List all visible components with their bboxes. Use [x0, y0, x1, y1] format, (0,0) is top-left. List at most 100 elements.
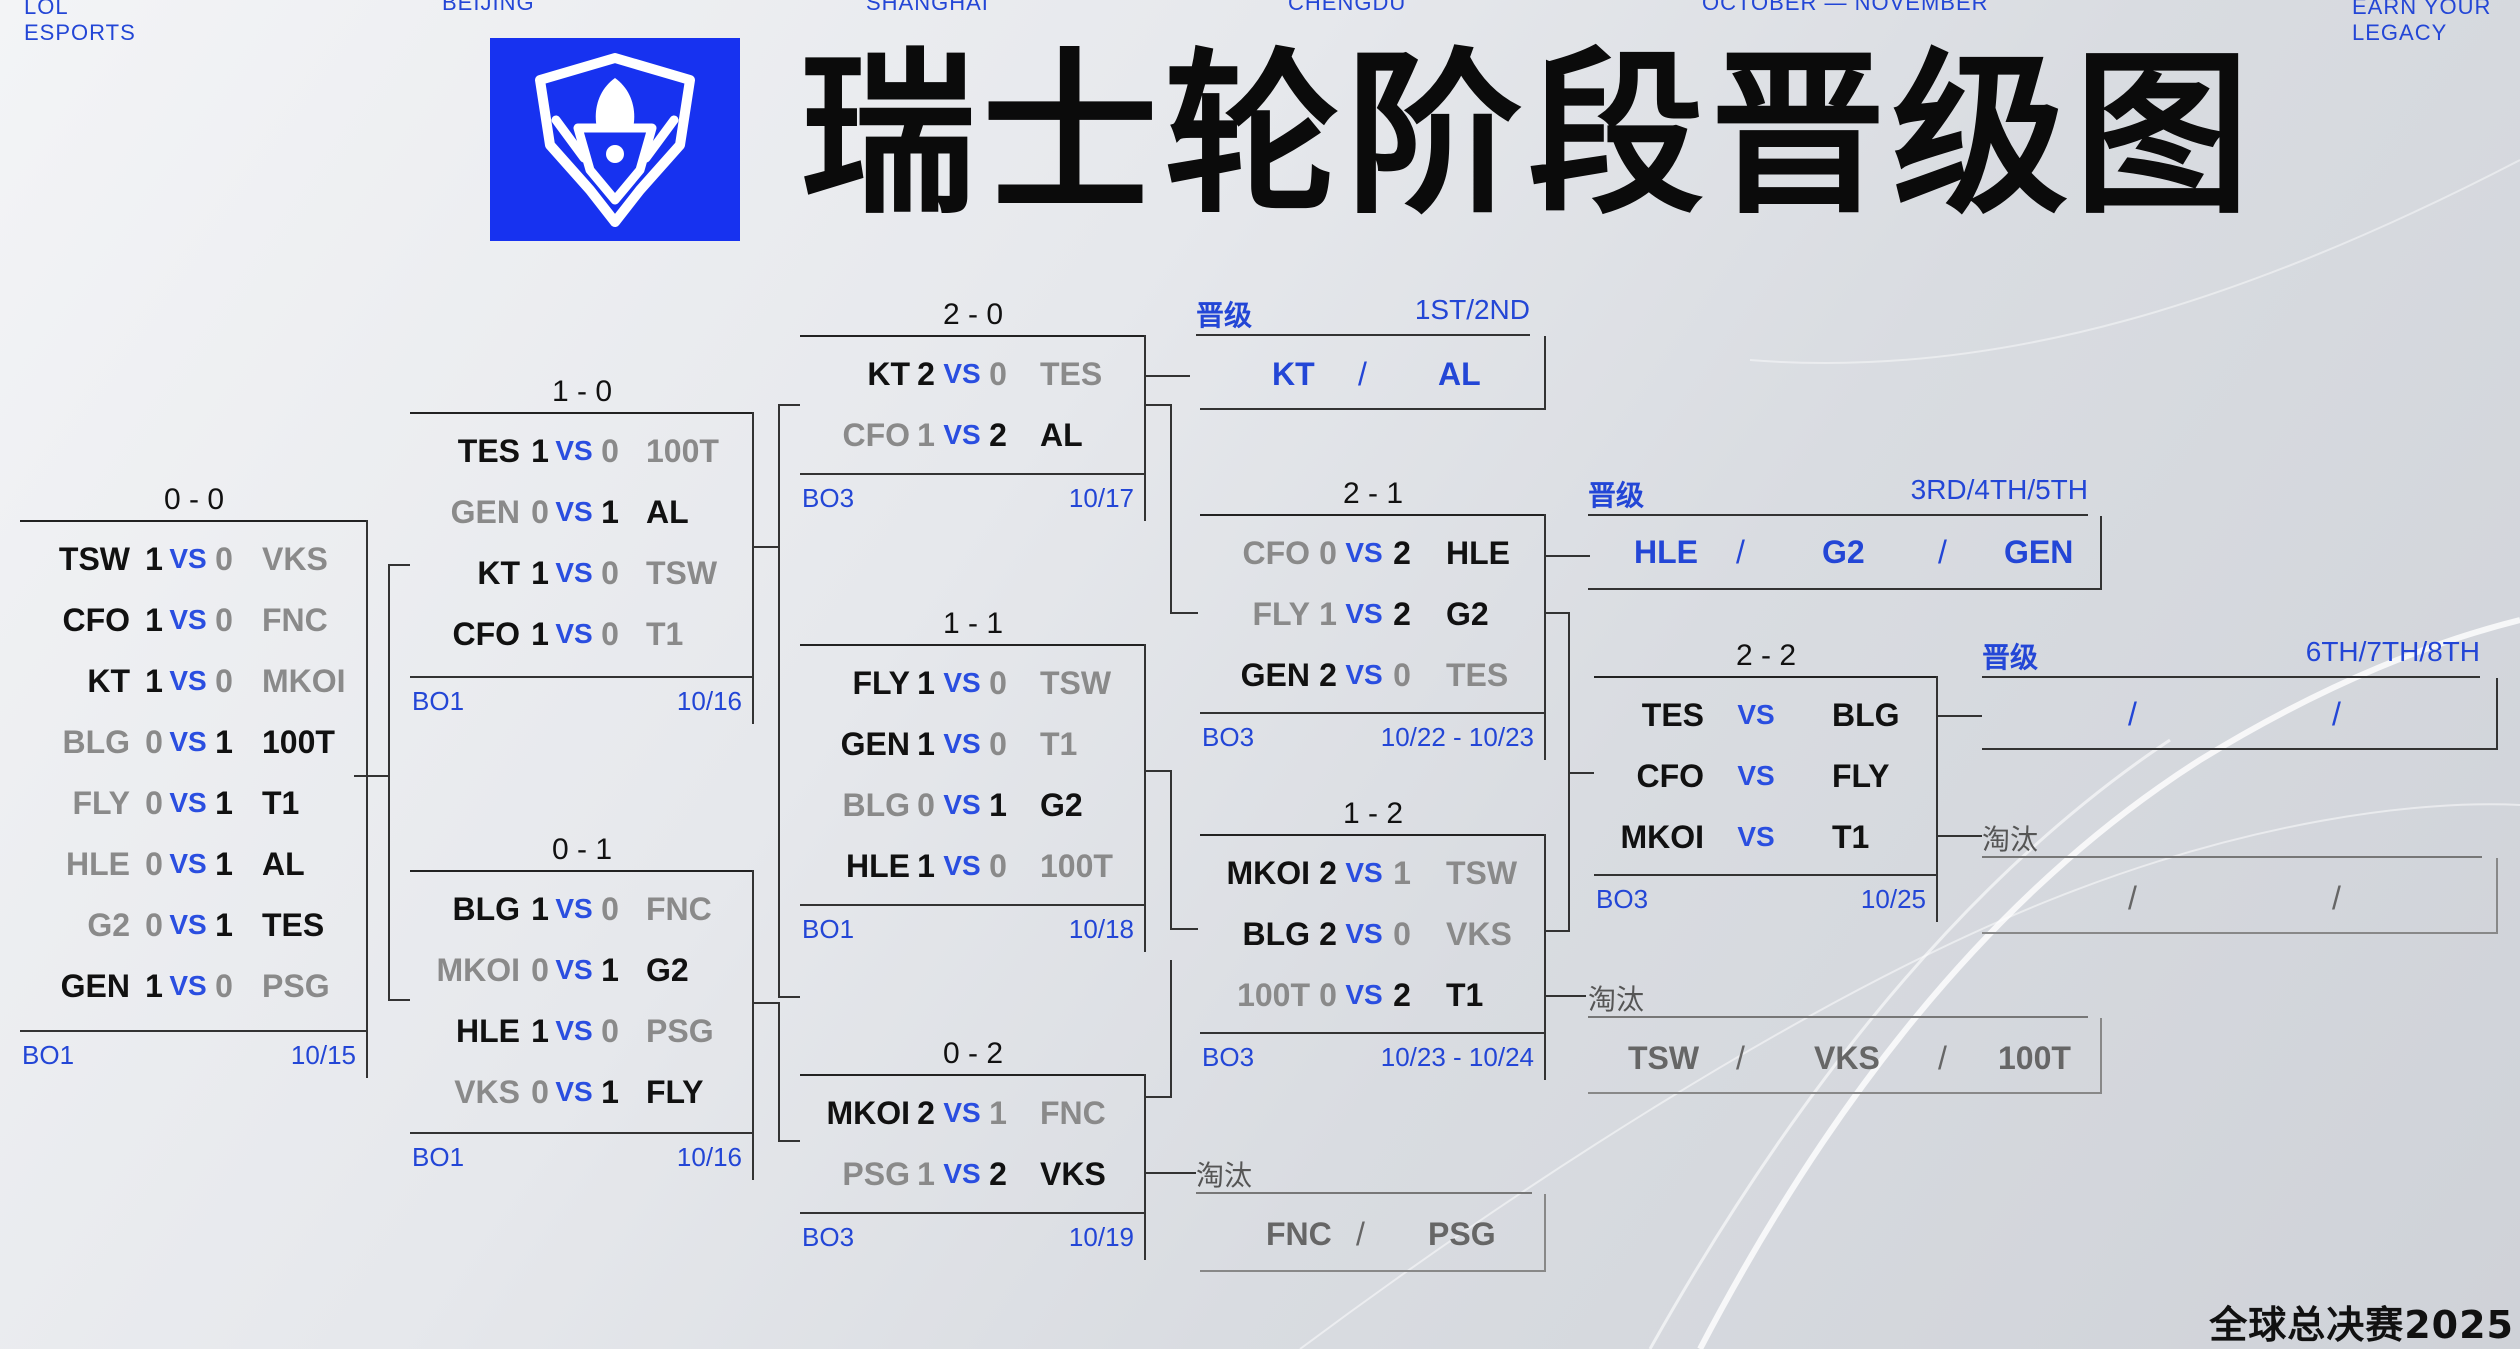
connector: [778, 996, 800, 998]
round-record: 1 - 0: [551, 375, 613, 408]
vs-label: VS: [555, 618, 593, 649]
team-b: TSW: [1040, 665, 1112, 701]
advanced-team: GEN: [2004, 534, 2074, 570]
vs-label: VS: [555, 557, 593, 588]
separator: /: [2332, 696, 2341, 732]
match-row: CFO 1 VS 2 AL: [800, 404, 1146, 465]
score-a: 0: [531, 952, 549, 988]
score-a: 1: [917, 1156, 935, 1192]
team-b: TES: [262, 907, 325, 943]
vs-label: VS: [943, 419, 981, 450]
vs-label: VS: [943, 850, 981, 881]
match-format: BO3: [1596, 884, 1649, 914]
team-b: 100T: [646, 433, 719, 469]
advanced-team: HLE: [1634, 534, 1698, 570]
eliminated-team: VKS: [1814, 1040, 1880, 1076]
team-a: HLE: [66, 846, 130, 882]
team-a: KT: [867, 356, 910, 392]
top-label-esports: LOL ESPORTS: [24, 0, 136, 45]
team-b: TES: [1040, 356, 1103, 392]
score-b: 1: [215, 724, 233, 760]
score-a: 1: [917, 417, 935, 453]
connector: [388, 564, 390, 1001]
vs-label: VS: [943, 358, 981, 389]
match-row: KT 1 VS 0 MKOI: [20, 650, 368, 711]
match-format: BO3: [1202, 722, 1255, 752]
round-record: 1 - 1: [942, 607, 1004, 640]
connector: [1546, 612, 1570, 614]
score-a: 0: [531, 1074, 549, 1110]
advanced-team: AL: [1438, 356, 1481, 392]
round-1-2: 1 - 2 MKOI 2 VS 1 TSW BLG 2 VS 0 VKS 100…: [1200, 797, 1546, 1080]
vs-label: VS: [555, 1076, 593, 1107]
round-footer: BO1 10/18: [800, 904, 1146, 952]
team-a: TES: [1641, 697, 1704, 733]
score-b: 0: [989, 726, 1007, 762]
match-row: GEN 2 VS 0 TES: [1200, 644, 1546, 705]
advance-label: 晋级: [1982, 641, 2039, 674]
vs-label: VS: [943, 789, 981, 820]
round-footer: BO3 10/22 - 10/23: [1200, 712, 1546, 760]
connector: [388, 564, 410, 566]
eliminated-team: 100T: [1998, 1040, 2071, 1076]
match-row: PSG 1 VS 2 VKS: [800, 1143, 1146, 1204]
vs-label: VS: [943, 1097, 981, 1128]
match-format: BO3: [1202, 1042, 1255, 1072]
score-a: 0: [1319, 535, 1337, 571]
match-format: BO1: [22, 1040, 75, 1070]
connector: [1146, 1096, 1172, 1098]
score-b: 0: [1393, 916, 1411, 952]
match-row: TES 1 VS 0 100T: [410, 420, 754, 481]
connector: [1568, 772, 1594, 774]
round-1-0: 1 - 0 TES 1 VS 0 100T GEN 0 VS 1 AL KT 1…: [410, 375, 754, 724]
connector: [754, 1002, 780, 1004]
team-b: VKS: [1446, 916, 1512, 952]
match-row: TES VS BLG: [1594, 684, 1938, 745]
vs-label: VS: [1345, 537, 1383, 568]
vs-label: VS: [555, 435, 593, 466]
round-1-1: 1 - 1 FLY 1 VS 0 TSW GEN 1 VS 0 T1 BLG 0…: [800, 607, 1146, 952]
score-b: 2: [1393, 977, 1411, 1013]
team-b: TES: [1446, 657, 1509, 693]
team-b: AL: [1040, 417, 1083, 453]
page-title: 瑞士轮阶段晋级图: [800, 33, 2257, 238]
team-a: HLE: [846, 848, 910, 884]
match-row: MKOI 0 VS 1 G2: [410, 939, 754, 1000]
vs-label: VS: [169, 543, 207, 574]
match-date: 10/17: [1068, 483, 1134, 513]
advance-box-3rd-5th: HLE / G2 / GEN: [1588, 516, 2102, 590]
match-row: VKS 0 VS 1 FLY: [410, 1061, 754, 1122]
advance-box-6th-8th: / /: [1982, 678, 2498, 750]
team-a: GEN: [840, 726, 910, 762]
connector: [1146, 404, 1172, 406]
vs-label: VS: [1737, 821, 1775, 852]
score-a: 2: [1319, 657, 1337, 693]
connector: [778, 404, 800, 406]
score-b: 0: [215, 541, 233, 577]
team-a: 100T: [1237, 977, 1310, 1013]
top-label-beijing: BEIJING: [442, 0, 535, 15]
eliminated-header: 淘汰: [1982, 823, 2039, 856]
score-b: 0: [601, 616, 619, 652]
connector: [1546, 930, 1570, 932]
vs-label: VS: [943, 667, 981, 698]
team-b: BLG: [1832, 697, 1900, 733]
eliminated-header: 淘汰: [1196, 1159, 1253, 1192]
team-b: G2: [1040, 787, 1083, 823]
round-footer: BO1 10/16: [410, 676, 754, 724]
score-b: 1: [601, 494, 619, 530]
team-b: VKS: [1040, 1156, 1106, 1192]
match-row: BLG 2 VS 0 VKS: [1200, 903, 1546, 964]
team-a: KT: [477, 555, 520, 591]
score-b: 2: [989, 417, 1007, 453]
match-row: GEN 0 VS 1 AL: [410, 481, 754, 542]
team-b: T1: [646, 616, 684, 652]
divider: [1588, 514, 2088, 516]
team-a: HLE: [456, 1013, 520, 1049]
separator: /: [1938, 1040, 1947, 1076]
match-row: HLE 1 VS 0 PSG: [410, 1000, 754, 1061]
match-row: G2 0 VS 1 TES: [20, 894, 368, 955]
score-a: 1: [531, 1013, 549, 1049]
score-a: 2: [917, 356, 935, 392]
match-row: GEN 1 VS 0 PSG: [20, 955, 368, 1016]
